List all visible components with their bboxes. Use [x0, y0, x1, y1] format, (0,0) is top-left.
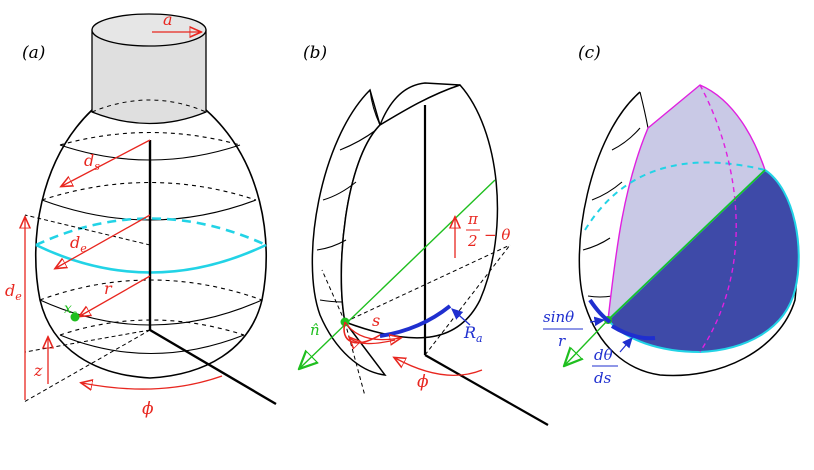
label-ds-c: ds [594, 369, 612, 387]
normal-vector-c [565, 319, 609, 365]
label-sin-den: r [558, 332, 566, 350]
cut-face-b [340, 84, 499, 339]
label-two: 2 [467, 232, 478, 250]
label-pi: π [467, 210, 479, 228]
label-minus-theta: − θ [484, 226, 510, 244]
label-phi-b: ϕ [417, 372, 429, 392]
normal-vector-b [300, 179, 496, 368]
label-s: s [372, 311, 380, 330]
blue-arc-b [379, 304, 452, 338]
label-ds: ds [84, 151, 100, 173]
cylinder-a [91, 29, 207, 125]
label-sin-theta: sinθ [543, 308, 574, 326]
panel-a-label: (a) [22, 43, 45, 63]
label-Ra: Ra [463, 323, 483, 345]
label-phi-a: ϕ [142, 399, 154, 419]
label-de: de [70, 233, 87, 255]
label-dtheta: dθ [594, 346, 613, 364]
radial-axis-b [424, 354, 549, 426]
panel-b: (b) [300, 43, 549, 426]
panel-a: (a) [5, 10, 277, 419]
label-de-left: de [5, 281, 22, 303]
cyan-equator-back [35, 217, 267, 247]
radial-axis-a [149, 328, 277, 406]
point-xs [70, 312, 80, 322]
label-z: z [33, 361, 43, 380]
label-n-hat: n̂ [310, 321, 320, 339]
navy-half-disk [606, 168, 800, 354]
panel-c-label: (c) [578, 43, 601, 63]
red-arrows-a [25, 32, 223, 400]
label-a-radius: a [163, 10, 173, 29]
panel-b-label: (b) [303, 43, 327, 63]
bulb-outline-a [35, 109, 267, 379]
label-r-a: r [104, 279, 113, 298]
panel-c: (c) sinθ r dθ ds [543, 43, 800, 387]
label-xs: xs [64, 301, 77, 320]
